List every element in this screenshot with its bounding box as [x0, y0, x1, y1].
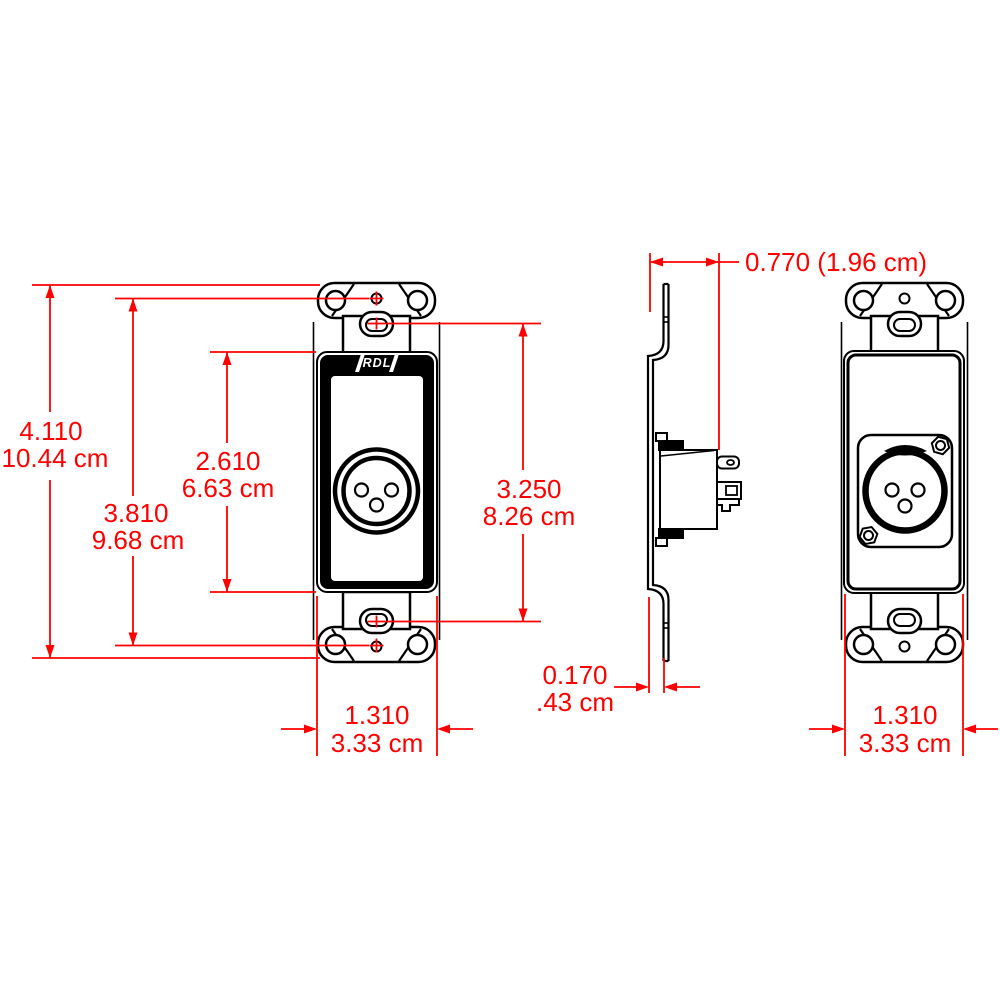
dimension-depth: 0.770 (1.96 cm): [649, 247, 927, 450]
dim-depth: 0.770 (1.96 cm): [745, 247, 927, 277]
mount-clip-bottom: [658, 528, 684, 539]
rear-bottom-tab: [844, 590, 965, 664]
dimension-hole-spacing: 3.810 9.68 cm: [92, 297, 369, 647]
front-view: RDL: [312, 281, 441, 664]
dim-slots-cm: 8.26 cm: [483, 501, 576, 531]
solder-terminals: [716, 455, 742, 512]
dim-front-width-in: 1.310: [344, 700, 409, 730]
rear-top-tab: [844, 281, 965, 355]
dimension-rear-width: 1.310 3.33 cm: [809, 594, 998, 758]
rear-view: [840, 281, 969, 664]
dim-holes-in: 3.810: [103, 498, 168, 528]
dim-thickness-cm: .43 cm: [536, 687, 614, 717]
brand-label: RDL: [363, 356, 392, 370]
dim-rear-width-cm: 3.33 cm: [859, 728, 952, 758]
flange-screw-bottom: [858, 525, 879, 546]
dim-insert-in: 2.610: [195, 446, 260, 476]
xlr-front-icon: [332, 447, 421, 535]
dim-insert-cm: 6.63 cm: [182, 473, 275, 503]
dim-thickness-in: 0.170: [542, 660, 607, 690]
dimension-overall-height: 4.110 10.44 cm: [2, 284, 320, 659]
dim-overall-cm: 10.44 cm: [2, 443, 109, 473]
dim-front-width-cm: 3.33 cm: [331, 728, 424, 758]
side-view: [646, 282, 742, 663]
brand-slash-left-icon: [355, 354, 365, 372]
decora-insert-front: RDL: [316, 351, 438, 593]
dimension-thickness: 0.170 .43 cm: [536, 597, 700, 717]
dimension-slot-spacing: 3.250 8.26 cm: [386, 322, 576, 623]
dimension-insert-height: 2.610 6.63 cm: [182, 351, 316, 593]
flange-screw-top: [930, 435, 951, 456]
xlr-rear-icon: [856, 433, 954, 549]
center-marks: [367, 291, 386, 653]
dim-rear-width-in: 1.310: [872, 700, 937, 730]
xlr-side-connector: [655, 432, 742, 547]
brand-slash-right-icon: [389, 354, 399, 372]
dimension-front-width: 1.310 3.33 cm: [281, 596, 473, 758]
mount-clip-top: [658, 440, 684, 451]
dim-holes-cm: 9.68 cm: [92, 525, 185, 555]
dim-slots-in: 3.250: [496, 474, 561, 504]
latch-notch-icon: [884, 445, 927, 456]
dim-overall-in: 4.110: [19, 416, 82, 446]
